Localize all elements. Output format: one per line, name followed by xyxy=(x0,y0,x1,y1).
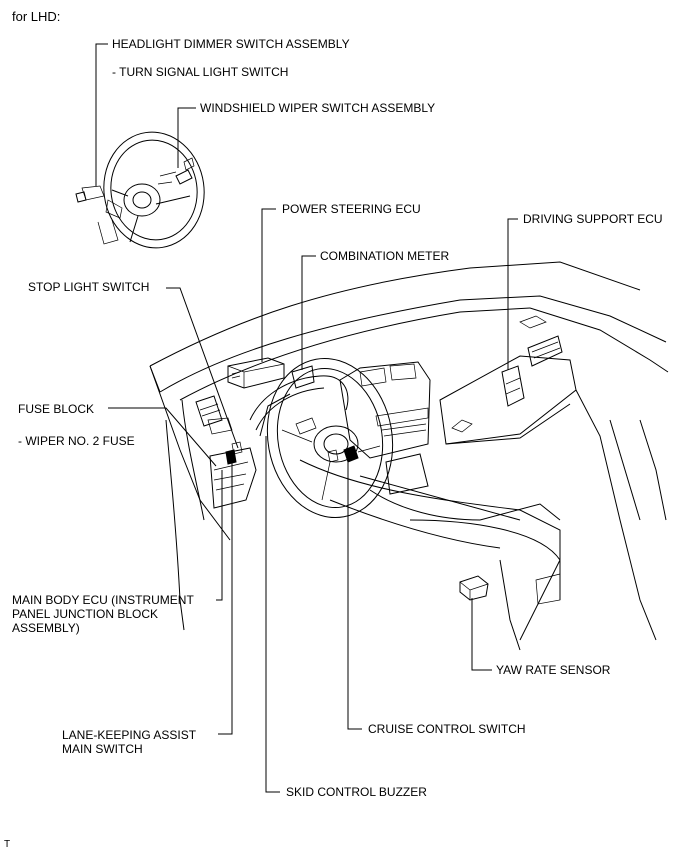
page-header: for LHD: xyxy=(12,9,61,24)
label-combination-meter: COMBINATION METER xyxy=(320,249,450,263)
label-lane-keeping-assist-switch: LANE-KEEPING ASSIST MAIN SWITCH xyxy=(62,728,197,756)
leader-lines xyxy=(95,43,518,793)
label-main-body-ecu: MAIN BODY ECU (INSTRUMENT PANEL JUNCTION… xyxy=(12,593,194,635)
dashboard-drawing xyxy=(149,261,669,651)
label-windshield-wiper-switch: WINDSHIELD WIPER SWITCH ASSEMBLY xyxy=(200,101,436,115)
label-yaw-rate-sensor: YAW RATE SENSOR xyxy=(496,663,611,677)
footer-mark: T xyxy=(4,839,11,850)
label-power-steering-ecu: POWER STEERING ECU xyxy=(282,202,421,216)
label-turn-signal-switch: - TURN SIGNAL LIGHT SWITCH xyxy=(112,65,289,79)
label-fuse-block: FUSE BLOCK xyxy=(18,402,95,416)
label-headlight-dimmer-switch: HEADLIGHT DIMMER SWITCH ASSEMBLY xyxy=(112,37,350,51)
label-driving-support-ecu: DRIVING SUPPORT ECU xyxy=(523,212,663,226)
label-stop-light-switch: STOP LIGHT SWITCH xyxy=(28,280,150,294)
steering-wheel-inset-drawing xyxy=(75,131,205,249)
label-skid-control-buzzer: SKID CONTROL BUZZER xyxy=(286,785,427,799)
label-cruise-control-switch: CRUISE CONTROL SWITCH xyxy=(368,722,526,736)
label-wiper-no2-fuse: - WIPER NO. 2 FUSE xyxy=(18,434,135,448)
